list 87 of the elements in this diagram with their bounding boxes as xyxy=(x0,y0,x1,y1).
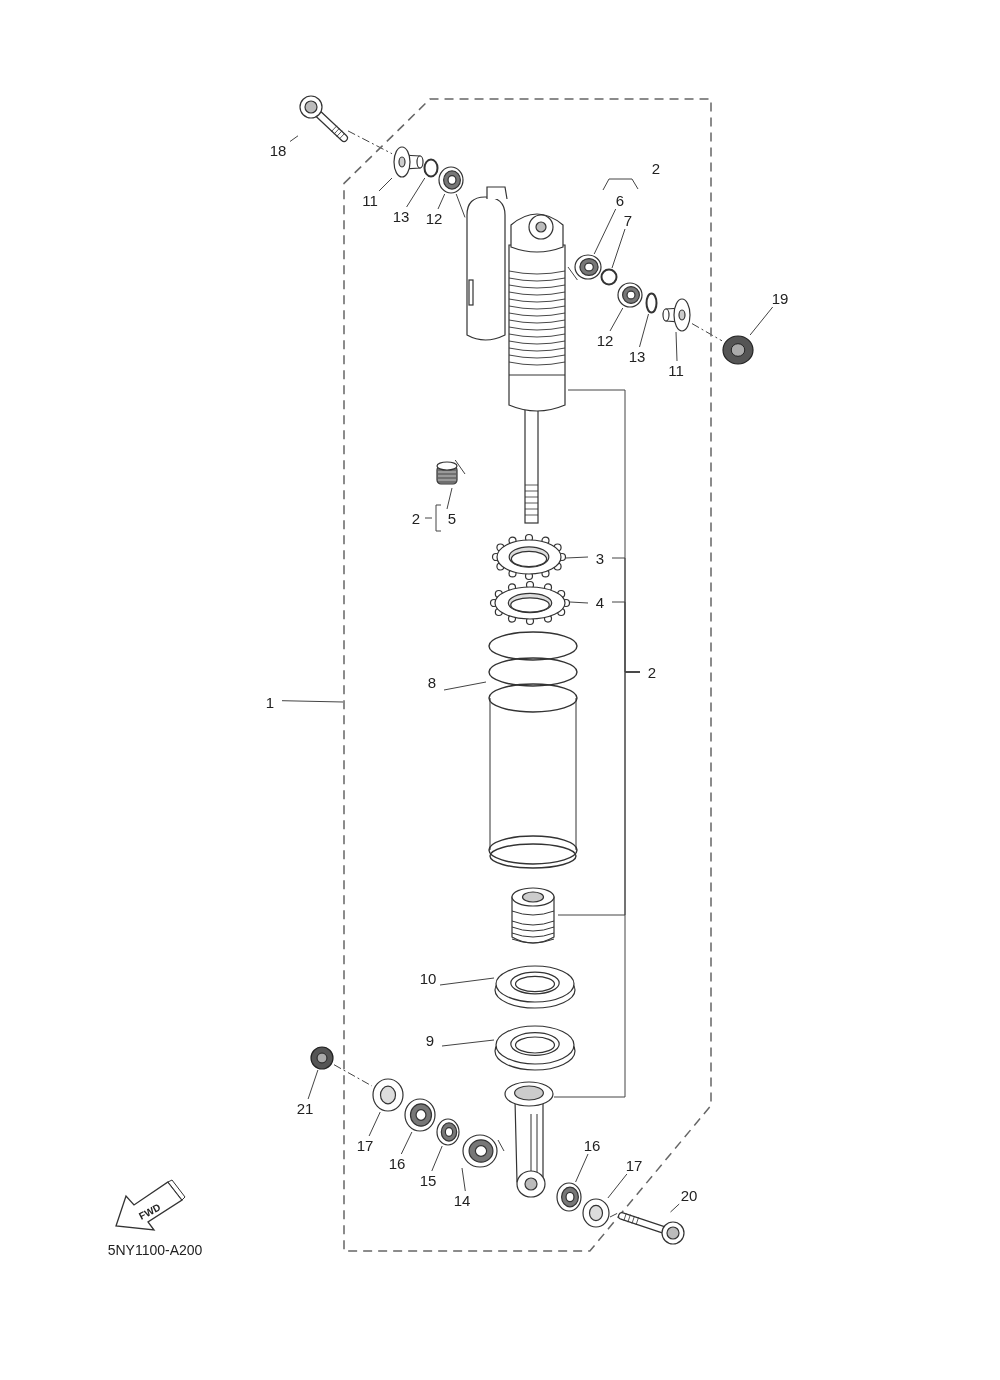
leader-line xyxy=(368,1111,381,1137)
callout-number: 11 xyxy=(358,191,382,209)
bump-stop-drawing xyxy=(508,885,558,947)
leader-line xyxy=(439,977,495,986)
callout-number: 13 xyxy=(389,207,413,225)
callout-number: 4 xyxy=(588,593,612,611)
leader-line xyxy=(378,177,393,192)
direction-label: FWD xyxy=(137,1202,163,1222)
callout-number: 17 xyxy=(353,1136,377,1154)
collar-drawing xyxy=(662,298,692,332)
callout-number: 6 xyxy=(608,191,632,209)
callout-number: 14 xyxy=(450,1191,474,1209)
callout-number: 10 xyxy=(416,969,440,987)
leader-line xyxy=(497,1139,505,1152)
o-ring-drawing xyxy=(645,292,658,314)
leader-line xyxy=(289,135,299,142)
bearing-drawing xyxy=(617,282,643,308)
center-line xyxy=(347,130,393,155)
collar-drawing xyxy=(392,146,424,178)
diagram-code: 5NY1100-A200 xyxy=(107,1243,203,1257)
leader-line xyxy=(406,177,426,208)
leader-line xyxy=(607,1173,628,1199)
callout-number: 20 xyxy=(677,1186,701,1204)
washer-drawing xyxy=(582,1198,610,1228)
bolt-drawing xyxy=(618,1212,686,1246)
callout-number: 19 xyxy=(768,289,792,307)
leader-line xyxy=(749,306,774,336)
leader-line xyxy=(670,1203,680,1213)
o-ring-drawing xyxy=(423,158,439,178)
nut-drawing xyxy=(722,335,754,365)
leader-line xyxy=(675,331,678,362)
leader-line xyxy=(553,671,641,1098)
ring-nut-drawing xyxy=(492,533,566,581)
o-ring-drawing xyxy=(600,268,618,286)
leader-line xyxy=(431,1145,443,1172)
ring-nut-drawing xyxy=(490,580,570,626)
callout-number: 15 xyxy=(416,1171,440,1189)
shock-absorber-drawing xyxy=(465,185,568,525)
nut-drawing xyxy=(310,1046,334,1070)
leader-line xyxy=(437,193,446,210)
callout-number: 12 xyxy=(593,331,617,349)
callout-number: 8 xyxy=(420,673,444,691)
leader-line xyxy=(565,556,589,559)
leader-line xyxy=(567,266,578,281)
leader-line xyxy=(609,307,624,332)
leader-line xyxy=(639,313,649,348)
bearing-drawing xyxy=(556,1182,582,1212)
callout-number: 2 xyxy=(651,160,661,176)
callout-number: 3 xyxy=(588,549,612,567)
bolt-drawing xyxy=(298,94,348,142)
leader-line xyxy=(281,700,344,703)
callout-number: 9 xyxy=(418,1031,442,1049)
callout-number: 11 xyxy=(664,361,688,379)
callout-number: 7 xyxy=(616,211,640,229)
washer-drawing xyxy=(372,1078,404,1112)
callout-number: 2 xyxy=(411,510,421,526)
leader-line xyxy=(461,1167,466,1192)
bearing-drawing xyxy=(404,1098,436,1132)
callout-number: 21 xyxy=(293,1099,317,1117)
callout-number: 13 xyxy=(625,347,649,365)
leader-line xyxy=(593,208,617,255)
center-line xyxy=(609,1212,619,1218)
bearing-drawing xyxy=(462,1134,498,1168)
callout-number: 12 xyxy=(422,209,446,227)
leader-line xyxy=(611,228,626,269)
leader-line xyxy=(443,681,487,691)
leader-line xyxy=(454,459,466,475)
callout-number: 1 xyxy=(258,693,282,711)
callout-number: 2 xyxy=(640,663,664,681)
callout-number: 18 xyxy=(266,141,290,159)
leader-line xyxy=(455,193,466,218)
callout-number: 16 xyxy=(385,1154,409,1172)
spring-drawing xyxy=(486,628,580,870)
lower-eye-drawing xyxy=(504,1080,554,1200)
leader-line xyxy=(400,1131,413,1155)
leader-line xyxy=(575,1153,589,1183)
callout-number: 16 xyxy=(580,1136,604,1154)
leader-line xyxy=(441,1039,495,1047)
bearing-drawing xyxy=(574,254,602,280)
bearing-drawing xyxy=(436,1118,460,1146)
callout-number: 5 xyxy=(440,509,464,527)
leader-line xyxy=(446,487,453,510)
leader-line xyxy=(569,601,589,604)
bearing-drawing xyxy=(438,166,464,194)
center-line xyxy=(691,323,723,342)
leader-line xyxy=(307,1069,319,1100)
callout-number: 17 xyxy=(622,1156,646,1174)
